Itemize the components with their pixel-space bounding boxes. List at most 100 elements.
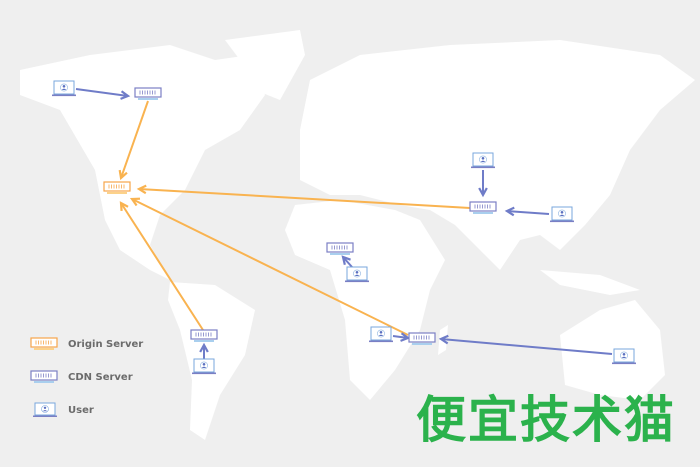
user-base xyxy=(550,220,574,223)
arrow-to-cdn xyxy=(75,88,131,100)
africa xyxy=(285,200,445,400)
arrow-head xyxy=(119,201,129,212)
user-body xyxy=(378,334,384,336)
user-icon xyxy=(33,402,57,417)
origin-server-node xyxy=(103,181,131,194)
server-base xyxy=(194,340,214,342)
arrow-head xyxy=(129,197,141,207)
arrow-line xyxy=(138,188,471,209)
server-body xyxy=(326,242,354,253)
user-node xyxy=(471,152,495,169)
legend-cdn-label: CDN Server xyxy=(68,371,133,383)
server-base xyxy=(107,192,127,194)
arrow-to-origin xyxy=(118,100,149,181)
user-base xyxy=(192,372,216,375)
arrow-line xyxy=(120,100,149,179)
cdn-server-icon xyxy=(30,370,58,383)
north-america xyxy=(20,45,265,280)
arrow-head xyxy=(438,334,449,345)
user-body xyxy=(480,160,486,162)
user-head xyxy=(62,85,66,88)
user-body xyxy=(559,214,565,216)
user-ring xyxy=(200,361,208,370)
server-base xyxy=(330,253,350,255)
watermark-logo: 便宜技术猫 xyxy=(416,391,676,449)
user-node xyxy=(612,348,636,365)
cdn-server-node xyxy=(134,87,162,100)
cdn-server-node xyxy=(469,201,497,214)
user-ring xyxy=(60,83,68,92)
legend-cdn: CDN Server xyxy=(30,367,143,387)
user-body xyxy=(201,366,207,368)
server-body xyxy=(134,87,162,98)
cdn-server-node xyxy=(326,242,354,255)
legend: Origin Server CDN Server User xyxy=(30,334,143,433)
arrow-to-cdn xyxy=(392,332,411,342)
cdn-server-node xyxy=(408,332,436,345)
arrow-to-cdn xyxy=(438,334,613,355)
arrow-to-cdn xyxy=(504,206,550,217)
server-body xyxy=(103,181,131,192)
user-base xyxy=(471,166,495,169)
user-body xyxy=(621,356,627,358)
arrow-head xyxy=(504,206,515,217)
arrow-line xyxy=(131,198,409,336)
legend-user-label: User xyxy=(68,404,94,416)
user-ring xyxy=(479,155,487,164)
arrow-head xyxy=(400,332,411,342)
arrow-line xyxy=(392,335,409,339)
arrow-to-origin xyxy=(136,184,471,209)
arrow-line xyxy=(440,338,613,355)
user-body xyxy=(354,274,360,276)
arrow-to-cdn xyxy=(478,170,488,198)
arrow-to-origin xyxy=(119,201,204,331)
user-node xyxy=(192,358,216,375)
user-ring xyxy=(620,351,628,360)
user-ring xyxy=(558,209,566,218)
origin-server-icon xyxy=(30,337,58,350)
user-node xyxy=(369,326,393,343)
user-base xyxy=(369,340,393,343)
user-node xyxy=(52,80,76,97)
user-base xyxy=(52,94,76,97)
user-base xyxy=(612,362,636,365)
arrow-head xyxy=(478,187,488,198)
arrow-line xyxy=(120,202,204,331)
arrow-head xyxy=(341,255,351,266)
server-body xyxy=(469,201,497,212)
arrow-to-cdn xyxy=(341,255,353,268)
user-head xyxy=(481,157,485,160)
user-head xyxy=(560,211,564,214)
server-base xyxy=(138,98,158,100)
arrow-line xyxy=(75,88,129,97)
user-node xyxy=(550,206,574,223)
legend-user: User xyxy=(30,400,143,420)
server-base xyxy=(473,212,493,214)
indonesia xyxy=(540,270,640,295)
arrow-head xyxy=(199,342,209,353)
arrow-to-cdn xyxy=(199,342,209,359)
legend-origin-label: Origin Server xyxy=(68,338,144,350)
user-head xyxy=(202,363,206,366)
legend-origin: Origin Server xyxy=(30,334,143,354)
user-head xyxy=(355,271,359,274)
australia xyxy=(560,300,665,400)
server-body xyxy=(408,332,436,343)
greenland xyxy=(225,30,305,100)
user-base xyxy=(345,280,369,283)
user-node xyxy=(345,266,369,283)
arrow-head xyxy=(118,169,128,181)
arrow-head xyxy=(136,184,147,195)
cdn-server-node xyxy=(190,329,218,342)
arrow-head xyxy=(120,90,131,100)
user-ring xyxy=(353,269,361,278)
user-body xyxy=(61,88,67,90)
user-head xyxy=(622,353,626,356)
user-head xyxy=(379,331,383,334)
arrow-line xyxy=(506,210,550,215)
server-base xyxy=(412,343,432,345)
user-ring xyxy=(377,329,385,338)
eurasia xyxy=(300,40,695,270)
arrow-to-origin xyxy=(129,197,409,336)
